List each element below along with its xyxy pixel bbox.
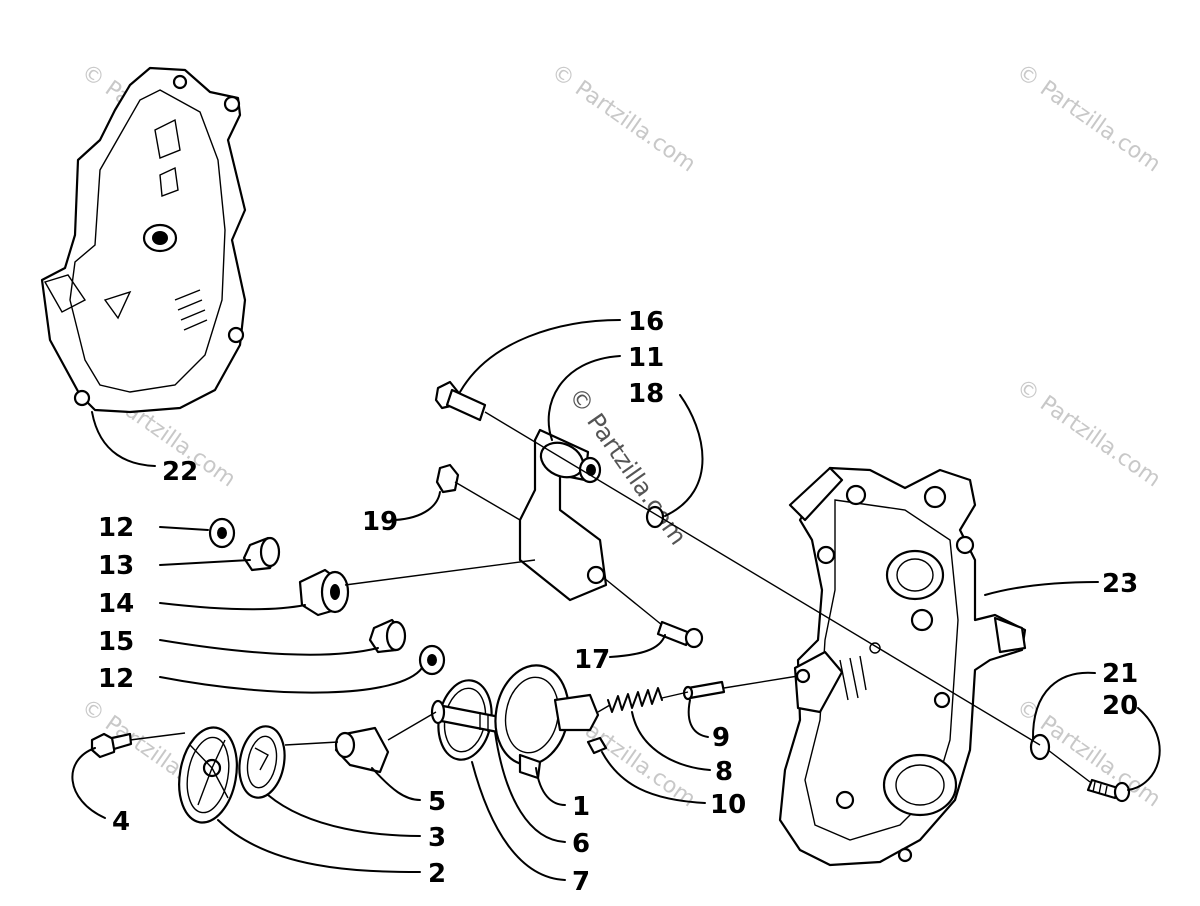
callout-19: 19 <box>362 507 398 537</box>
idler-bracket-part-11 <box>518 428 608 602</box>
callout-12-top: 12 <box>98 513 134 543</box>
callout-1: 1 <box>572 792 590 822</box>
callout-12-bottom: 12 <box>98 664 134 694</box>
callout-11: 11 <box>628 343 664 373</box>
callout-22: 22 <box>162 457 198 487</box>
watermark: © Partzilla.com <box>1012 374 1165 492</box>
gear-housing-part-1 <box>494 664 600 780</box>
washer-part-12-bottom <box>418 644 446 676</box>
callout-4: 4 <box>112 807 130 837</box>
assembly-lines <box>129 411 1091 783</box>
bushing-part-13 <box>242 536 281 572</box>
bolt-part-4 <box>90 732 133 759</box>
washer-part-12-top <box>208 517 236 549</box>
callout-3: 3 <box>428 823 446 853</box>
chaincase-cover-part-22 <box>40 66 247 414</box>
callout-13: 13 <box>98 551 134 581</box>
callout-labels: 22 16 11 18 19 12 13 14 15 12 17 23 21 2… <box>98 307 1138 897</box>
callout-10: 10 <box>710 790 746 820</box>
nut-part-19 <box>435 463 460 494</box>
callout-2: 2 <box>428 859 446 889</box>
watermark: © Partzilla.com <box>547 59 700 177</box>
callout-6: 6 <box>572 829 590 859</box>
spring-part-8 <box>607 687 663 713</box>
sleeve-part-5 <box>334 726 390 774</box>
callout-15: 15 <box>98 627 134 657</box>
callout-20: 20 <box>1102 691 1138 721</box>
callout-23: 23 <box>1102 569 1138 599</box>
set-screw-part-10 <box>586 736 608 755</box>
callout-18: 18 <box>628 379 664 409</box>
gear-ring-part-3 <box>238 725 286 799</box>
callout-16: 16 <box>628 307 664 337</box>
callout-9: 9 <box>712 723 730 753</box>
callout-17: 17 <box>574 645 610 675</box>
bushing-part-15 <box>368 618 407 654</box>
chaincase-housing-part-23 <box>778 466 1027 867</box>
callout-7: 7 <box>572 867 590 897</box>
watermark-group: © Partzilla.com © Partzilla.com © Partzi… <box>77 59 1165 812</box>
washer-part-21 <box>1029 733 1051 761</box>
bolt-part-16 <box>434 380 487 422</box>
idler-wheel-part-14 <box>298 568 350 617</box>
callout-8: 8 <box>715 757 733 787</box>
watermark: © Partzilla.com <box>1012 59 1165 177</box>
cover-plate-part-2 <box>178 726 238 824</box>
callout-5: 5 <box>428 787 446 817</box>
callout-14: 14 <box>98 589 134 619</box>
leader-lines <box>71 319 1161 881</box>
bolt-part-20 <box>1086 778 1131 803</box>
plunger-pin-part-9 <box>682 680 726 701</box>
callout-21: 21 <box>1102 659 1138 689</box>
bolt-part-17 <box>656 620 704 649</box>
